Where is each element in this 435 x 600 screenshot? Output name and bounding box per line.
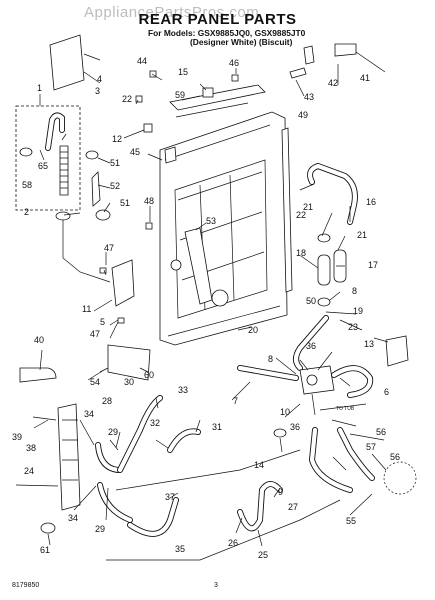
callout-56-lower: 56 <box>390 452 400 462</box>
callout-48: 48 <box>144 196 154 206</box>
callout-36-upper: 36 <box>306 341 316 351</box>
callout-51-lower: 51 <box>120 198 130 208</box>
mount-bracket <box>385 335 409 367</box>
callout-21-right: 21 <box>357 230 367 240</box>
callout-10: 10 <box>280 407 290 417</box>
callout-13: 13 <box>364 339 374 349</box>
motor-bracket <box>184 227 213 305</box>
callout-44: 44 <box>137 56 147 66</box>
callout-43: 43 <box>304 92 314 102</box>
callout-47-lower: 47 <box>90 329 100 339</box>
support-foot <box>19 367 57 383</box>
callout-20: 20 <box>248 325 258 335</box>
callout-34-lower: 34 <box>68 513 78 523</box>
rear-panel <box>159 111 288 346</box>
callout-11: 11 <box>82 304 91 314</box>
callout-18: 18 <box>296 248 306 258</box>
callout-58: 58 <box>22 180 32 190</box>
callout-2: 2 <box>24 207 29 217</box>
callout-16: 16 <box>366 197 376 207</box>
callout-8-lower: 8 <box>352 286 357 296</box>
callout-17: 17 <box>368 260 378 270</box>
callout-23: 23 <box>348 322 358 332</box>
callout-52: 52 <box>110 181 120 191</box>
callout-57: 57 <box>366 442 376 452</box>
callout-31: 31 <box>212 422 222 432</box>
callout-8-upper: 8 <box>268 354 273 364</box>
callout-19: 19 <box>353 306 363 316</box>
callout-32: 32 <box>150 418 160 428</box>
callout-26: 26 <box>228 538 238 548</box>
callout-21-left: 21 <box>303 202 313 212</box>
callout-35: 35 <box>175 544 185 554</box>
callout-50: 50 <box>306 296 316 306</box>
callout-12: 12 <box>112 134 122 144</box>
callout-47-upper: 47 <box>104 243 114 253</box>
callout-45: 45 <box>130 147 140 157</box>
callout-22-left: 22 <box>122 94 132 104</box>
callout-15: 15 <box>178 67 188 77</box>
callout-22-right: 22 <box>296 210 306 220</box>
callout-34-upper: 34 <box>84 409 94 419</box>
callout-7: 7 <box>233 396 238 406</box>
label-plate <box>107 344 151 381</box>
callout-41: 41 <box>360 73 370 83</box>
callout-27: 27 <box>288 502 298 512</box>
callout-28: 28 <box>102 396 112 406</box>
callout-56-upper: 56 <box>376 427 386 437</box>
insulation-pad <box>49 34 85 91</box>
callout-51-upper: 51 <box>110 158 120 168</box>
callout-40: 40 <box>34 335 44 345</box>
callout-53: 53 <box>206 216 216 226</box>
page-number: 3 <box>214 582 218 589</box>
models-line: For Models: GSX9885JQ0, GSX9885JT0 <box>148 28 306 38</box>
top-bracket <box>169 84 266 118</box>
callout-33: 33 <box>178 385 188 395</box>
callout-60: 60 <box>144 370 154 380</box>
callout-42: 42 <box>328 78 338 88</box>
callout-36-lower: 36 <box>290 422 300 432</box>
callout-4: 4 <box>97 74 102 84</box>
callout-9: 9 <box>278 487 283 497</box>
callout-55: 55 <box>346 516 356 526</box>
doc-number: 8179850 <box>12 582 40 589</box>
callout-30: 30 <box>124 377 134 387</box>
callout-39: 39 <box>12 432 22 442</box>
kit-box <box>15 105 81 211</box>
callout-59: 59 <box>175 90 185 100</box>
watermark-text: AppliancePartsPros.com <box>84 4 260 21</box>
callout-65: 65 <box>38 161 48 171</box>
callout-46: 46 <box>229 58 239 68</box>
callout-29-lower: 29 <box>95 524 105 534</box>
callout-54: 54 <box>90 377 100 387</box>
side-seal-strip <box>281 127 293 293</box>
callout-29-upper: 29 <box>108 427 118 437</box>
variants-line: (Designer White) (Biscuit) <box>190 37 293 47</box>
callout-61: 61 <box>40 545 50 555</box>
callout-37: 37 <box>165 492 175 502</box>
callout-24: 24 <box>24 466 34 476</box>
callout-6: 6 <box>384 387 389 397</box>
callout-labels: 1 2 3 4 5 6 7 8 8 9 10 11 12 13 14 15 16… <box>12 56 400 560</box>
callout-14: 14 <box>254 460 264 470</box>
callout-25: 25 <box>258 550 268 560</box>
callout-1: 1 <box>37 83 42 93</box>
callout-49: 49 <box>298 110 308 120</box>
to-tub-annotation: TO TUB <box>336 406 355 412</box>
callout-3: 3 <box>95 86 100 96</box>
diagram-title: REAR PANEL PARTS <box>138 11 297 28</box>
callout-5: 5 <box>100 317 105 327</box>
callout-38: 38 <box>26 443 36 453</box>
water-manifold <box>57 403 81 511</box>
